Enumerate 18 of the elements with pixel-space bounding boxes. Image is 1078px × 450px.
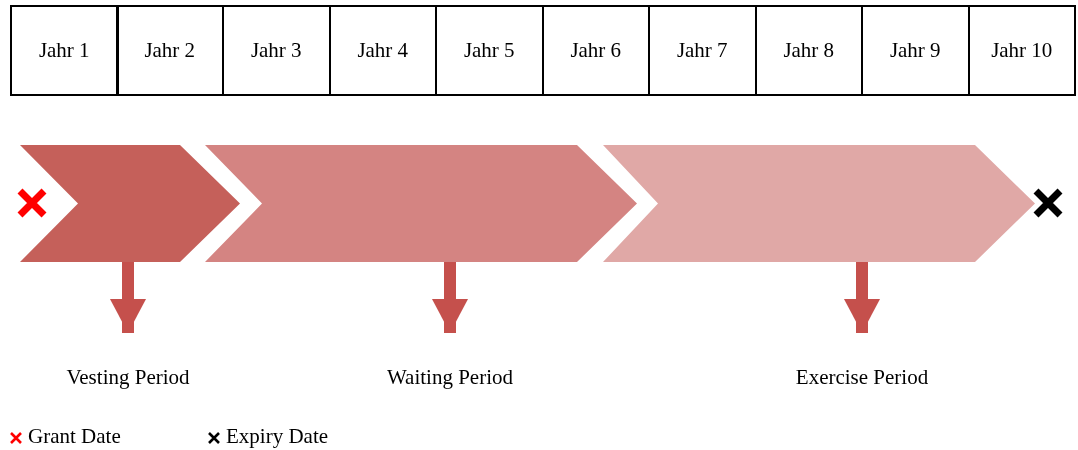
table-cell: Jahr 8: [754, 5, 863, 96]
table-cell: Jahr 2: [115, 5, 224, 96]
table-cell: Jahr 10: [967, 5, 1076, 96]
arrow: [432, 262, 468, 333]
table-cell: Jahr 1: [10, 5, 119, 96]
legend-text: Expiry Date: [226, 424, 329, 449]
table-cell: Jahr 4: [328, 5, 437, 96]
arrow: [844, 262, 880, 333]
period-label: Vesting Period: [66, 365, 190, 390]
legend-text: Grant Date: [28, 424, 121, 449]
period-label: Exercise Period: [795, 365, 929, 390]
table-cell: Jahr 5: [435, 5, 544, 96]
table-cell: Jahr 6: [541, 5, 650, 96]
table-cell: Jahr 7: [648, 5, 757, 96]
table-cell: Jahr 3: [222, 5, 331, 96]
period-label: Waiting Period: [387, 365, 513, 390]
arrow: [110, 262, 146, 333]
table-cell: Jahr 9: [861, 5, 970, 96]
